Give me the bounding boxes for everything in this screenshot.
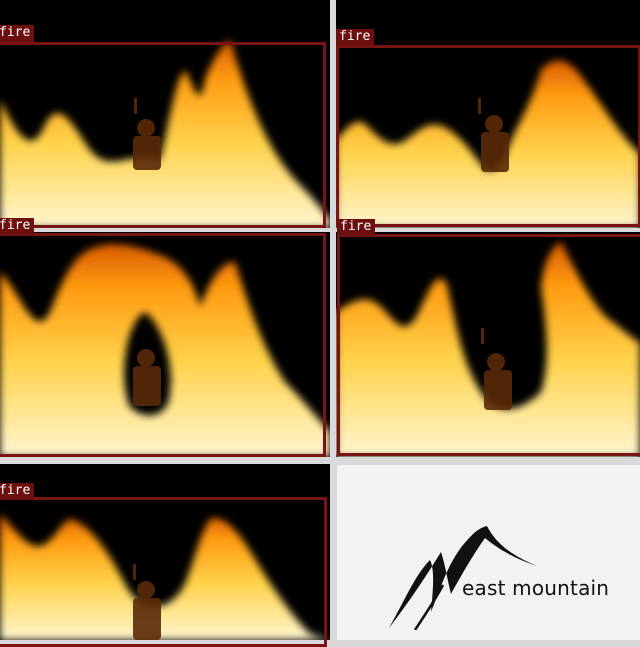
detection-box-1	[0, 42, 326, 228]
detection-label-4: fire	[337, 219, 376, 236]
detection-box-3	[0, 233, 326, 457]
detection-label-5: fire	[0, 483, 35, 500]
detection-label-1: fire	[0, 25, 35, 42]
mountain-logo-icon	[389, 526, 537, 630]
fire-photo-3	[0, 232, 330, 457]
logo-panel	[337, 465, 640, 640]
detection-label-3: fire	[0, 218, 35, 235]
detection-box-5	[0, 497, 327, 647]
detection-label-2: fire	[336, 29, 375, 46]
fire-photo-4	[336, 232, 640, 457]
fire-photo-5	[0, 464, 330, 640]
detection-box-2	[336, 45, 640, 227]
fire-photo-2	[336, 0, 640, 228]
detection-box-4	[337, 234, 640, 456]
fire-photo-1	[0, 0, 330, 228]
logo-text: east mountain	[462, 576, 610, 600]
figure	[133, 98, 161, 170]
